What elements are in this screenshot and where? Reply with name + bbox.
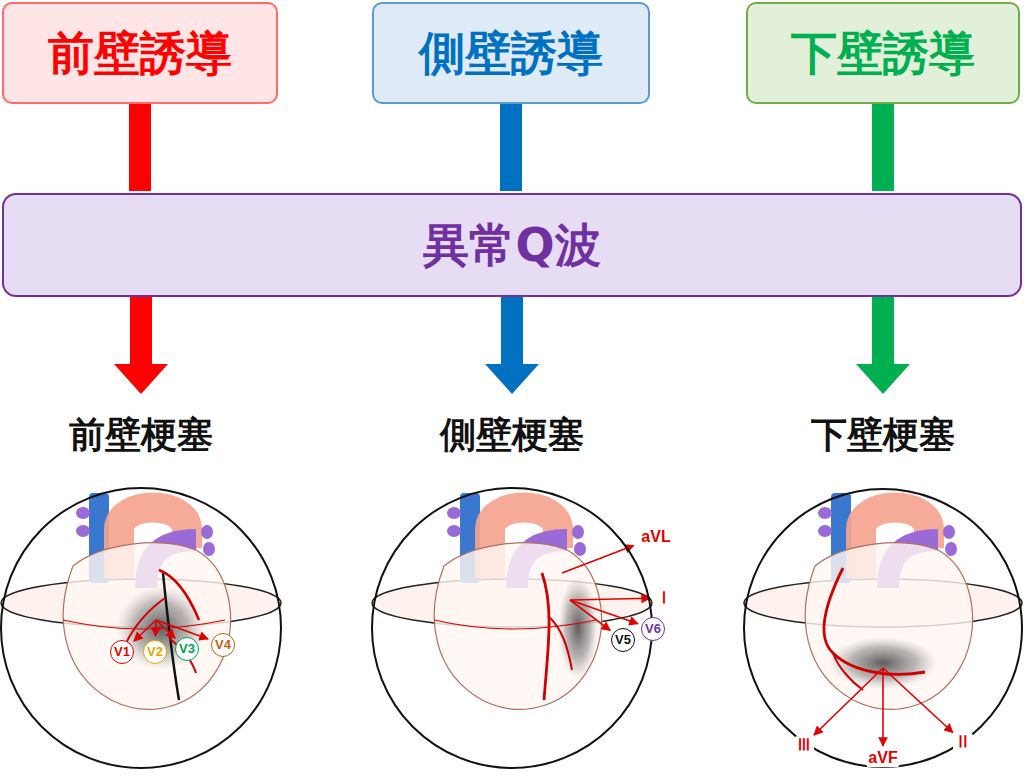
lead-vector <box>562 546 634 573</box>
arrow-shaft <box>872 297 894 366</box>
lead-vector <box>156 620 208 639</box>
flow-arrow <box>485 297 539 394</box>
limb-lead-label: Ⅲ <box>794 736 814 754</box>
lead-group-box: 側壁誘導 <box>372 2 650 104</box>
heart <box>434 493 601 709</box>
limb-lead-label: aVF <box>866 749 899 767</box>
arrow-head <box>485 364 539 394</box>
lead-vector <box>882 668 884 746</box>
node-label: 側壁誘導 <box>419 27 603 80</box>
node-label: 異常Q波 <box>423 219 600 272</box>
infarct-sphere: 前壁梗塞 <box>1 396 281 774</box>
arrow-shaft <box>500 104 522 191</box>
chest-lead-marker: V6 <box>641 617 665 641</box>
infarct-sphere: 側壁梗塞 <box>372 396 652 774</box>
plane-line <box>63 620 225 629</box>
sphere-heading: 前壁梗塞 <box>69 414 213 455</box>
flow-arrow <box>883 104 884 191</box>
arrow-head <box>856 364 910 394</box>
limb-lead-label: Ⅰ <box>654 589 674 607</box>
coronary-artery <box>163 573 179 700</box>
coronary-artery <box>833 653 863 690</box>
sphere-heading: 側壁梗塞 <box>440 414 584 455</box>
lead-vectors <box>562 546 650 631</box>
anterior-figure <box>1 493 281 709</box>
coronary-artery <box>542 573 549 700</box>
lead-vector <box>155 620 157 636</box>
heart <box>63 493 230 709</box>
lead-vector <box>570 600 638 624</box>
coronary-artery <box>824 568 925 674</box>
lead-vector <box>570 598 650 600</box>
node-label: 下壁誘導 <box>791 27 975 80</box>
lead-vector <box>134 620 156 641</box>
chest-lead-marker: V2 <box>143 640 167 664</box>
finding-band: 異常Q波 <box>2 193 1022 297</box>
heart <box>805 493 972 709</box>
infarct-area <box>558 576 598 680</box>
sphere-circle <box>1 488 281 768</box>
limb-lead-label: Ⅱ <box>953 733 973 751</box>
arrow-head <box>114 364 168 394</box>
chest-lead-marker: V5 <box>611 628 635 652</box>
lead-vectors <box>814 668 953 746</box>
limb-lead-label: aVL <box>639 528 672 546</box>
inferior-figure <box>744 493 1022 746</box>
lead-vector <box>814 668 883 735</box>
sphere-heading: 下壁梗塞 <box>811 414 955 455</box>
chest-lead-marker: V1 <box>110 640 134 664</box>
flow-arrow <box>511 104 512 191</box>
arrow-shaft <box>872 104 894 191</box>
flow-arrow <box>140 104 141 191</box>
coronary-artery <box>548 616 572 670</box>
chest-lead-marker: V4 <box>211 633 235 657</box>
lead-group-box: 下壁誘導 <box>746 2 1020 104</box>
flow-arrow <box>856 297 910 394</box>
node-label: 前壁誘導 <box>48 27 232 80</box>
lateral-figure <box>372 493 652 709</box>
arrow-shaft <box>129 104 151 191</box>
sphere-circle <box>372 488 652 768</box>
infarct-sphere: 下壁梗塞 <box>743 396 1023 774</box>
lead-vector <box>883 668 953 733</box>
coronary-artery <box>159 570 199 620</box>
chest-lead-marker: V3 <box>175 637 199 661</box>
plane-line <box>434 620 596 629</box>
arrow-shaft <box>130 297 152 366</box>
lead-group-box: 前壁誘導 <box>2 2 278 104</box>
arrow-shaft <box>501 297 523 366</box>
lead-vector <box>570 600 610 630</box>
sphere-circle <box>744 489 1022 767</box>
lead-vectors <box>134 620 208 641</box>
flow-arrow <box>114 297 168 394</box>
